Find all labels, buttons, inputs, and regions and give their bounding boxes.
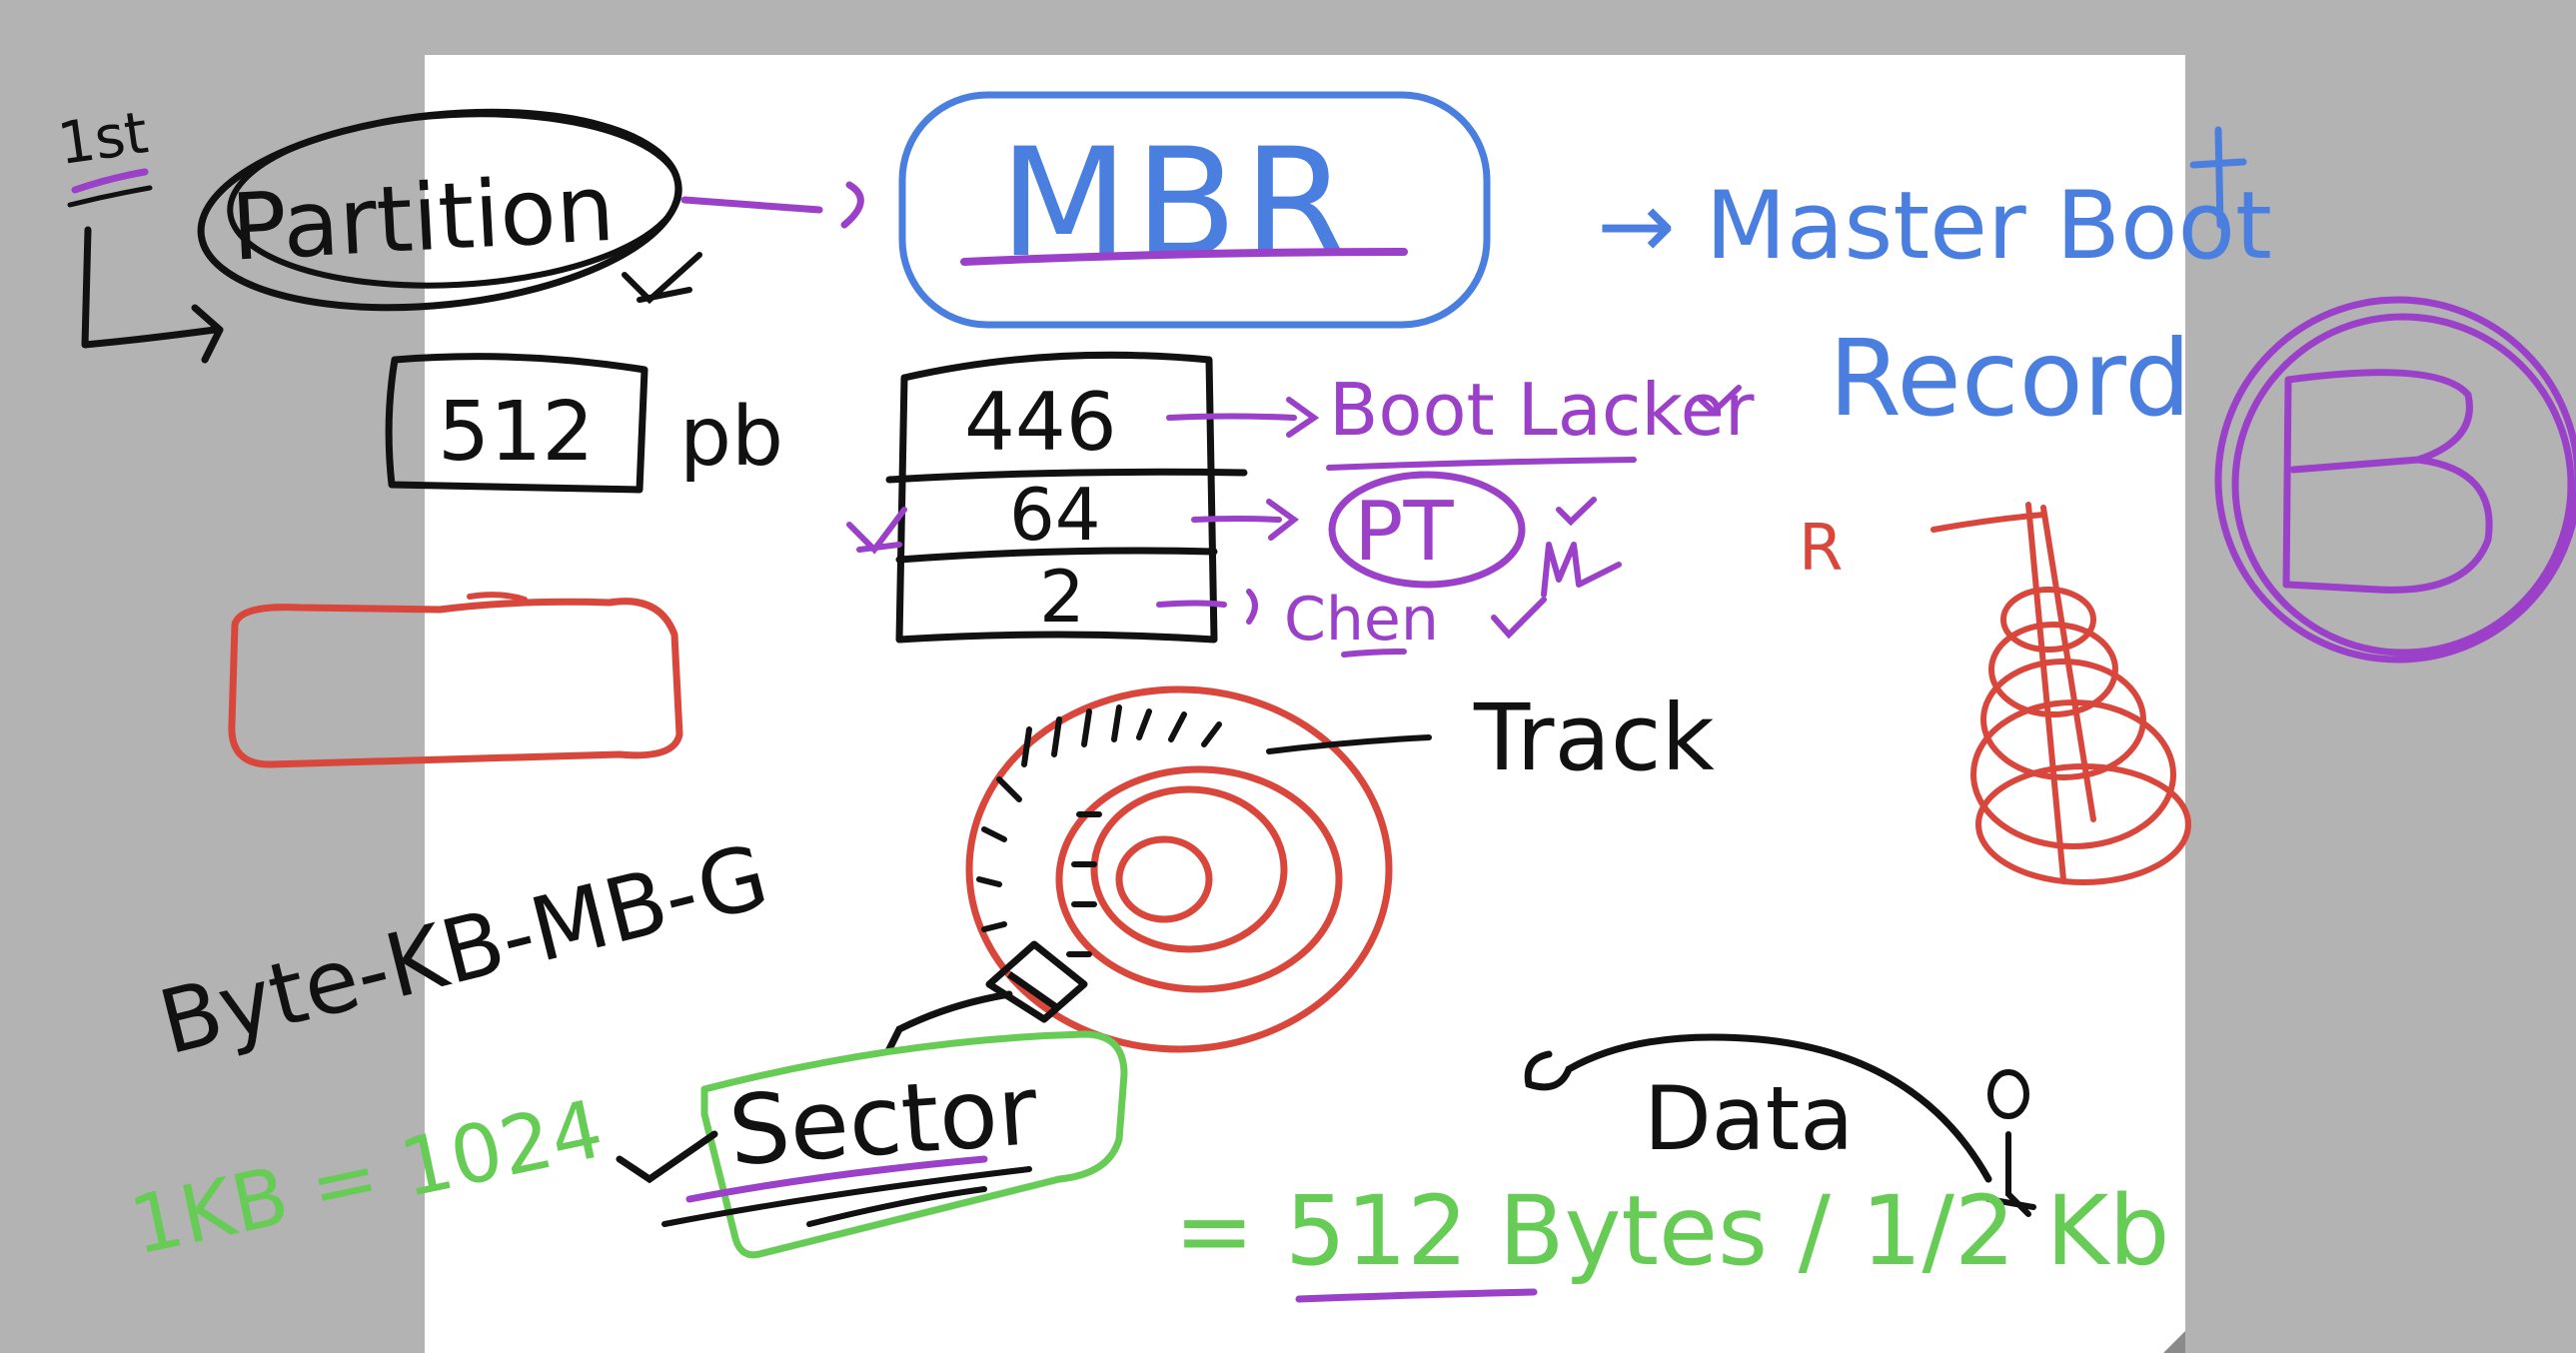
disk-head	[985, 940, 1088, 1023]
table-divider-1	[885, 468, 1248, 484]
big-b-circle-2	[2231, 313, 2575, 657]
mbr-layout-table: 446 64 2	[846, 351, 1248, 644]
red-box-tick	[467, 592, 528, 603]
partition-to-mbr-arrow	[680, 181, 864, 229]
bootloader-underline	[1326, 457, 1637, 471]
partition-check	[622, 252, 702, 305]
partition-group: Partition	[197, 108, 702, 312]
arrow-2-check	[1156, 589, 1258, 625]
bootloader-label: Boot Lacker	[1329, 368, 1755, 452]
pt-circle	[1328, 471, 1526, 589]
size-512-box	[385, 353, 648, 494]
table-cell-2: 2	[1039, 555, 1085, 639]
spring-coil-2	[1988, 622, 2118, 717]
spring-coil-5	[1975, 763, 2191, 885]
arrow-446-bootloader	[1166, 397, 1320, 438]
sector-underline-2	[661, 1166, 1032, 1227]
big-b-letter	[2282, 369, 2493, 594]
sector-underline-1	[685, 1155, 988, 1203]
pt-label: PT	[1354, 485, 1454, 580]
table-cell-446: 446	[964, 376, 1117, 469]
sector-size-underline	[1295, 1288, 1538, 1303]
spring-drawing	[1931, 502, 2191, 885]
mbr-box	[898, 91, 1491, 329]
page-corner	[2163, 1331, 2185, 1353]
table-divider-2	[895, 547, 1218, 564]
table-outline	[895, 351, 1218, 644]
sector-size-label: = 512 Bytes / 1/2 Kb	[1174, 1175, 2169, 1287]
disk-outer-ring	[965, 685, 1393, 1053]
mbr-expansion-line-2: Record	[1829, 318, 2191, 440]
disk-sector-marks	[976, 704, 1222, 957]
disk-center	[1115, 835, 1213, 923]
data-key-symbol	[1985, 1069, 2036, 1217]
head-arm	[885, 990, 1013, 1053]
partition-circle-2	[227, 111, 682, 289]
check-mark	[1491, 597, 1547, 640]
disk-diagram	[885, 685, 1432, 1053]
size-512-label: 512	[438, 385, 595, 480]
track-pointer	[1266, 734, 1432, 754]
first-underline	[71, 168, 149, 194]
data-label: Data	[1644, 1067, 1854, 1170]
pt-check	[1556, 497, 1597, 527]
first-arrow	[81, 226, 224, 364]
table-check	[846, 507, 907, 555]
spring-coil-4	[1970, 699, 2176, 849]
white-page	[425, 55, 2185, 1353]
size-512-group: 512 pb	[385, 353, 783, 494]
first-label: 1st	[54, 98, 152, 178]
mbr-label: MBR	[999, 117, 1354, 291]
partition-label: Partition	[229, 155, 617, 282]
first-double-underline	[67, 185, 153, 208]
check-label: Chen	[1284, 585, 1439, 655]
size-unit-label: pb	[679, 390, 783, 485]
bootloader-check	[1696, 385, 1742, 417]
track-label: Track	[1473, 684, 1715, 791]
data-arc	[1524, 1033, 1992, 1183]
sector-box	[700, 1030, 1128, 1259]
first-annotation: 1st	[54, 98, 224, 364]
spring-coil-1	[2000, 587, 2096, 653]
mbr-group: MBR	[898, 91, 1491, 329]
check-underline	[1341, 649, 1407, 658]
big-b-logo: B	[2214, 296, 2576, 664]
disk-track-2	[1055, 765, 1343, 993]
master-boot-t	[2189, 126, 2247, 229]
pt-mark	[1541, 542, 1622, 598]
arrow-64-pt	[1191, 499, 1299, 541]
disk-track-3	[1090, 785, 1288, 953]
sector-label: Sector	[725, 1054, 1041, 1187]
r-label: R	[1799, 512, 1843, 586]
red-empty-box	[228, 598, 683, 768]
mbr-expansion-line-1: → Master Boot	[1597, 172, 2272, 281]
big-b-circle-1	[2214, 296, 2576, 664]
mbr-underline	[960, 248, 1408, 266]
table-cell-64: 64	[1009, 473, 1101, 557]
sector-underline-3	[806, 1186, 987, 1227]
sector-check	[616, 1130, 718, 1184]
